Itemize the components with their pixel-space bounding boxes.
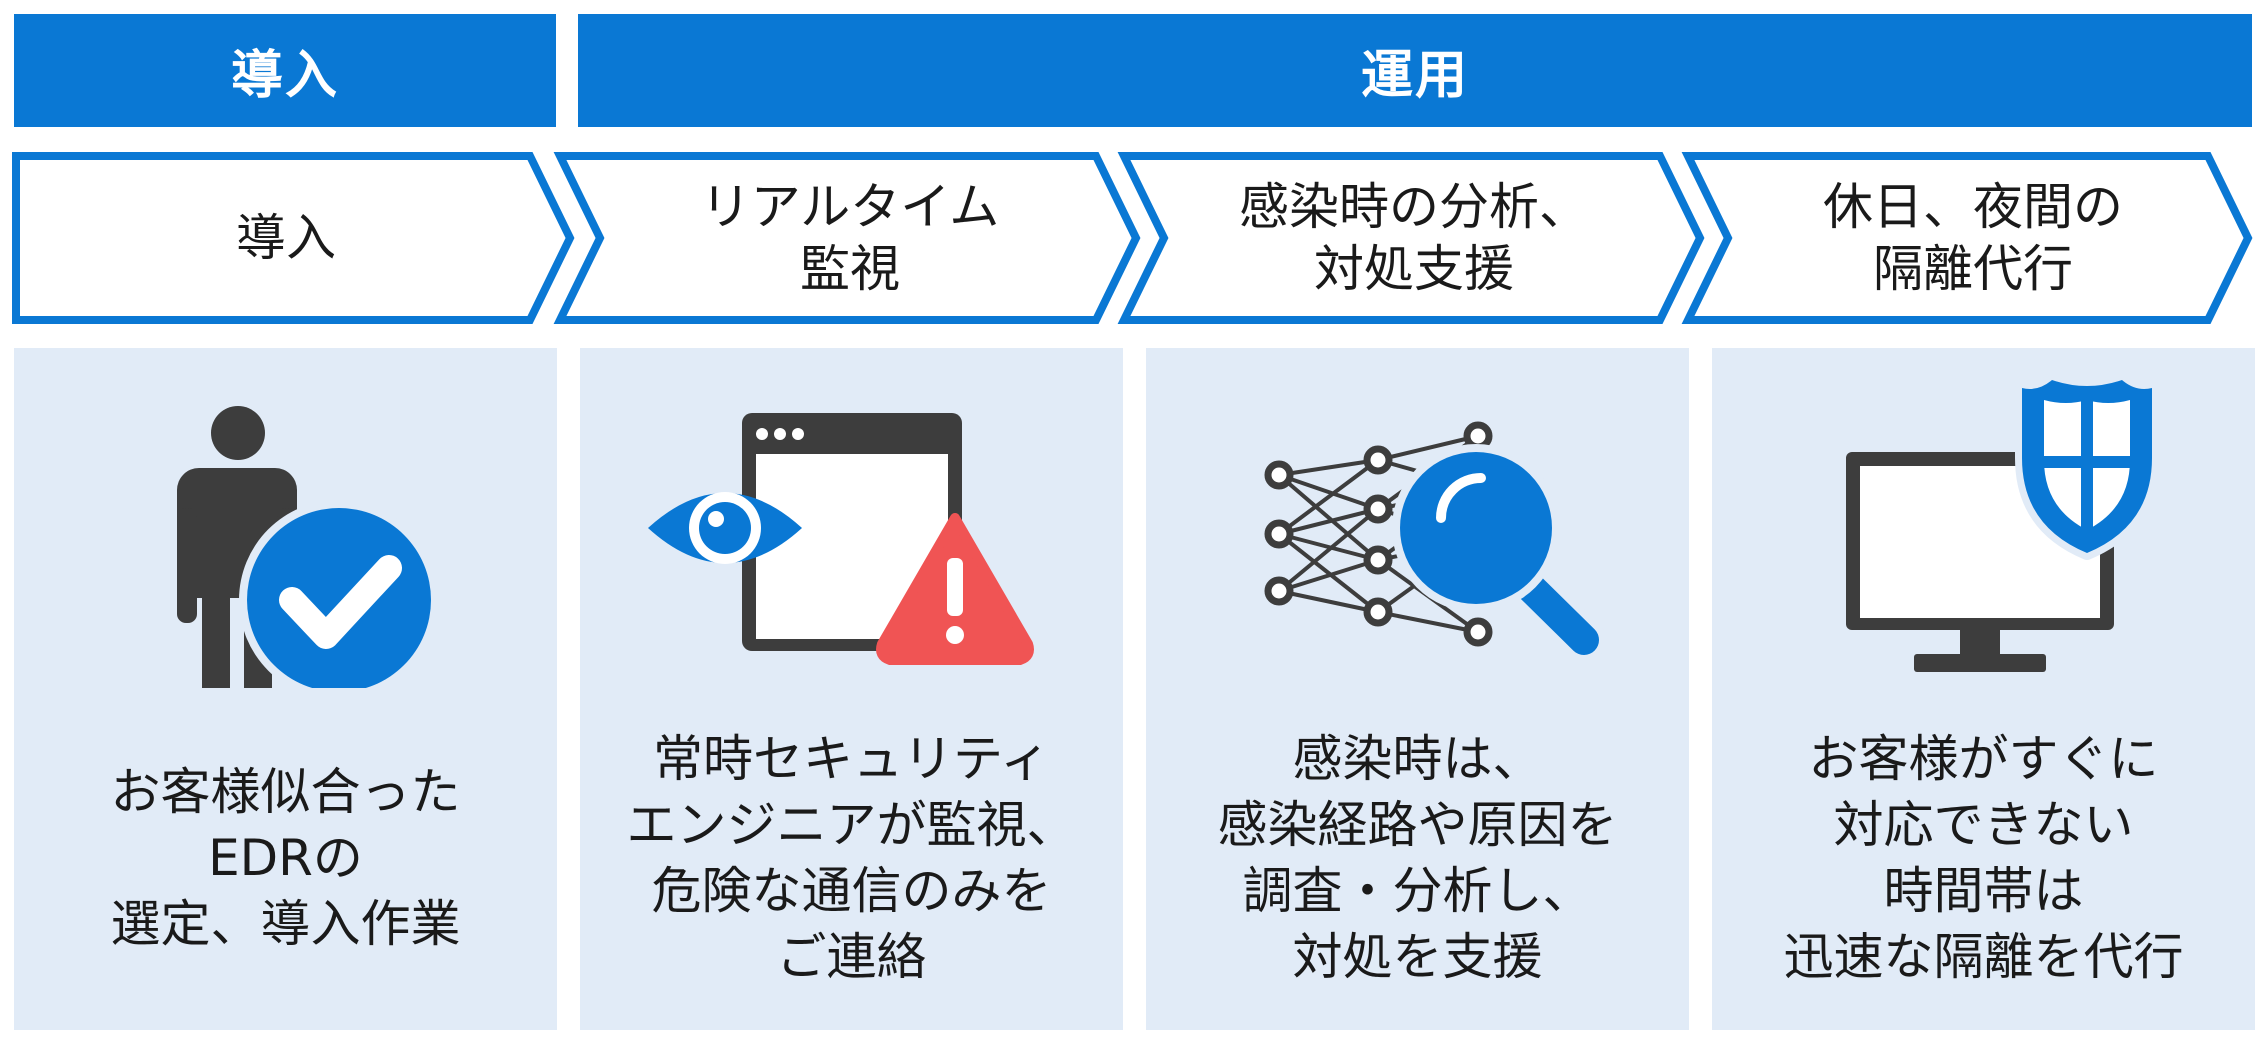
card-description-isolation: お客様がすぐに 対応できない 時間帯は 迅速な隔離を代行 xyxy=(1783,730,2184,986)
step-label-isolation: 休日、夜間の 隔離代行 xyxy=(1823,177,2123,299)
step-chevrons xyxy=(12,152,2253,324)
phase-header-intro: 導入 xyxy=(14,14,556,127)
step-label-analysis: 感染時の分析、 対処支援 xyxy=(1239,177,1589,299)
step-label-intro: 導入 xyxy=(236,208,336,267)
step-chevron-3 xyxy=(1117,152,1705,324)
card-intro: お客様似合った EDRの 選定、導入作業 xyxy=(14,348,557,1030)
card-isolation: お客様がすぐに 対応できない 時間帯は 迅速な隔離を代行 xyxy=(1712,348,2255,1030)
card-description-analysis: 感染時は、 感染経路や原因を 調査・分析し、 対処を支援 xyxy=(1217,730,1618,986)
phase-header-operations: 運用 xyxy=(578,14,2252,127)
process-steps: 導入 リアルタイム 監視 感染時の分析、 対処支援 休日、夜間の 隔離代行 xyxy=(0,148,2266,328)
card-analysis: 感染時は、 感染経路や原因を 調査・分析し、 対処を支援 xyxy=(1146,348,1689,1030)
person-check-icon xyxy=(177,406,439,688)
network-magnifier-icon xyxy=(1264,421,1606,662)
card-monitoring: 常時セキュリティ エンジニアが監視、 危険な通信のみを ご連絡 xyxy=(580,348,1123,1030)
step-chevron-4 xyxy=(1681,152,2253,324)
card-description-intro: お客様似合った EDRの 選定、導入作業 xyxy=(110,763,461,953)
step-chevron-2 xyxy=(553,152,1141,324)
monitor-shield-icon xyxy=(1846,373,2159,672)
step-label-monitoring: リアルタイム 監視 xyxy=(700,177,1000,299)
step-chevron-1 xyxy=(12,152,575,324)
card-description-monitoring: 常時セキュリティ エンジニアが監視、 危険な通信のみを ご連絡 xyxy=(626,730,1077,986)
eye-browser-warning-icon xyxy=(648,413,1034,665)
